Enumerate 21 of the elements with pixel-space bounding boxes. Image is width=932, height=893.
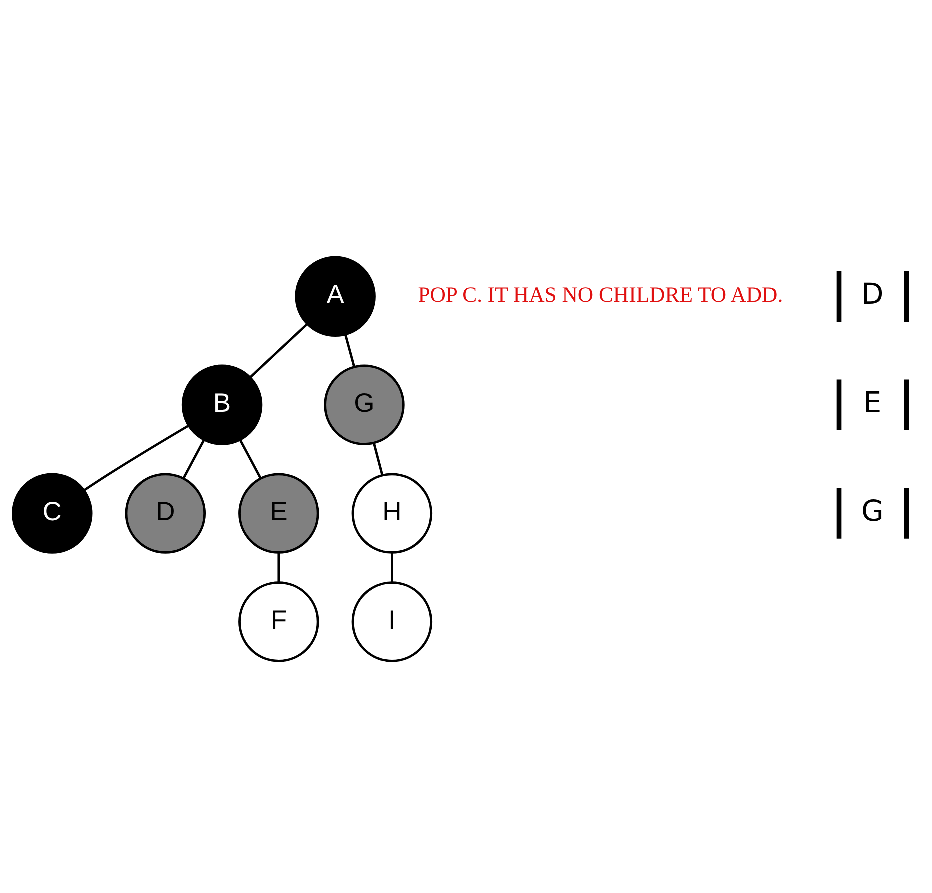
node-circle: D [125,472,206,554]
node-circle: C [12,472,93,554]
node-circle: G [324,364,405,445]
connector [391,552,394,582]
label: G [862,494,884,528]
connector [239,439,262,479]
connector [278,552,280,582]
node-circle: I [352,581,433,662]
node-circle: H [352,472,433,554]
label: POP C. IT HAS NO CHILDRE TO ADD. [418,282,784,306]
connector [182,439,206,479]
node-circle: B [182,364,263,445]
node-circle: A [295,256,376,337]
label: E [863,385,882,420]
connector [373,442,384,476]
node-circle: E [238,472,320,554]
label: D [862,276,884,311]
connector [250,322,308,378]
node-circle: F [238,581,320,662]
connector [84,424,190,491]
connector [344,334,356,367]
